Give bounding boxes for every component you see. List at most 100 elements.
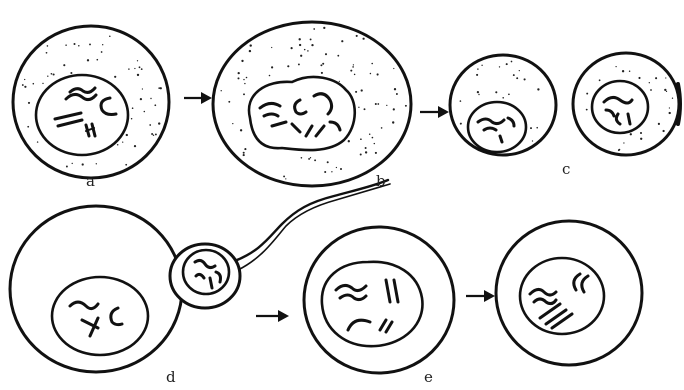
stipple-dot <box>301 157 303 159</box>
stipple-dot <box>499 66 500 67</box>
stipple-dot <box>495 91 497 93</box>
stipple-dot <box>101 51 103 53</box>
stipple-dot <box>396 93 398 95</box>
stipple-dot <box>640 132 642 134</box>
stipple-dot <box>638 77 640 79</box>
stipple-dot <box>310 157 311 158</box>
stipple-dot <box>238 72 240 74</box>
stipple-dot <box>352 66 354 68</box>
stipple-dot <box>299 44 301 46</box>
stipple-dot <box>37 141 38 142</box>
stipple-dot <box>361 89 363 91</box>
stipple-dot <box>141 68 143 70</box>
label-d: d <box>166 368 176 386</box>
stipple-dot <box>24 79 25 80</box>
stipple-dot <box>132 107 134 109</box>
stipple-dot <box>524 78 526 80</box>
stipple-dot <box>375 103 377 105</box>
stipple-dot <box>131 118 132 119</box>
stipple-dot <box>325 53 327 55</box>
stipple-dot <box>74 43 76 45</box>
stipple-dot <box>662 130 664 132</box>
stipple-dot <box>506 63 508 65</box>
label-c: c <box>562 160 570 178</box>
stipple-dot <box>285 178 286 179</box>
stipple-dot <box>82 163 84 165</box>
stipple-dot <box>89 43 91 45</box>
stipple-dot <box>149 124 151 126</box>
stipple-dot <box>669 112 671 114</box>
stage-d-sperm-nucleus <box>183 250 229 294</box>
stipple-dot <box>154 104 156 106</box>
stipple-dot <box>477 68 478 69</box>
stipple-dot <box>70 72 72 74</box>
stipple-dot <box>355 91 357 93</box>
stipple-dot <box>87 59 89 61</box>
stipple-dot <box>477 91 479 93</box>
stipple-dot <box>96 59 98 61</box>
stipple-dot <box>320 64 322 66</box>
stipple-dot <box>405 105 407 107</box>
stipple-dot <box>158 122 160 124</box>
stipple-dot <box>655 77 657 79</box>
stipple-dot <box>122 141 123 142</box>
stipple-dot <box>353 64 354 65</box>
stipple-dot <box>150 98 151 99</box>
stipple-dot <box>365 151 367 153</box>
stipple-dot <box>371 63 373 65</box>
stipple-dot <box>311 44 313 46</box>
stage-c-left-nucleus <box>468 102 526 152</box>
stipple-dot <box>508 93 510 95</box>
stipple-dot <box>530 127 532 129</box>
stipple-dot <box>377 103 379 105</box>
stipple-dot <box>365 147 367 149</box>
stipple-dot <box>640 138 642 140</box>
stipple-dot <box>27 126 29 128</box>
stipple-dot <box>96 163 97 164</box>
stipple-dot <box>650 89 652 91</box>
stipple-dot <box>158 87 160 89</box>
stipple-dot <box>137 60 138 61</box>
stipple-dot <box>516 77 518 79</box>
stipple-dot <box>360 153 362 155</box>
stipple-dot <box>151 133 153 135</box>
stipple-dot <box>513 74 515 76</box>
stipple-dot <box>271 47 272 48</box>
stipple-dot <box>246 77 248 79</box>
stipple-dot <box>658 123 660 125</box>
stipple-dot <box>393 108 395 110</box>
stipple-dot <box>283 175 285 177</box>
stipple-dot <box>102 44 103 45</box>
stipple-dot <box>66 166 68 168</box>
stipple-dot <box>33 83 35 85</box>
stipple-dot <box>304 49 305 50</box>
stipple-dot <box>240 129 242 131</box>
stipple-dot <box>502 97 504 99</box>
stipple-dot <box>532 140 533 141</box>
stipple-dot <box>354 74 356 76</box>
stipple-dot <box>244 148 246 150</box>
stipple-dot <box>669 107 670 108</box>
stipple-dot <box>237 77 239 79</box>
stipple-dot <box>537 88 539 90</box>
stipple-dot <box>72 163 73 164</box>
stage-e-left-nucleus <box>322 262 423 346</box>
stipple-dot <box>228 101 230 103</box>
stipple-dot <box>24 86 26 88</box>
stipple-dot <box>298 63 300 65</box>
stipple-dot <box>134 145 136 147</box>
stipple-dot <box>393 68 394 69</box>
stipple-dot <box>519 70 520 71</box>
stipple-dot <box>374 143 375 144</box>
stipple-dot <box>78 45 80 47</box>
stipple-dot <box>369 134 370 135</box>
stipple-dot <box>377 73 379 75</box>
stipple-dot <box>666 91 667 92</box>
stipple-dot <box>331 171 332 172</box>
stipple-dot <box>375 152 377 154</box>
stipple-dot <box>672 98 673 99</box>
stipple-dot <box>28 102 30 104</box>
stipple-dot <box>314 159 316 161</box>
stipple-dot <box>358 107 359 108</box>
stipple-dot <box>372 137 374 139</box>
